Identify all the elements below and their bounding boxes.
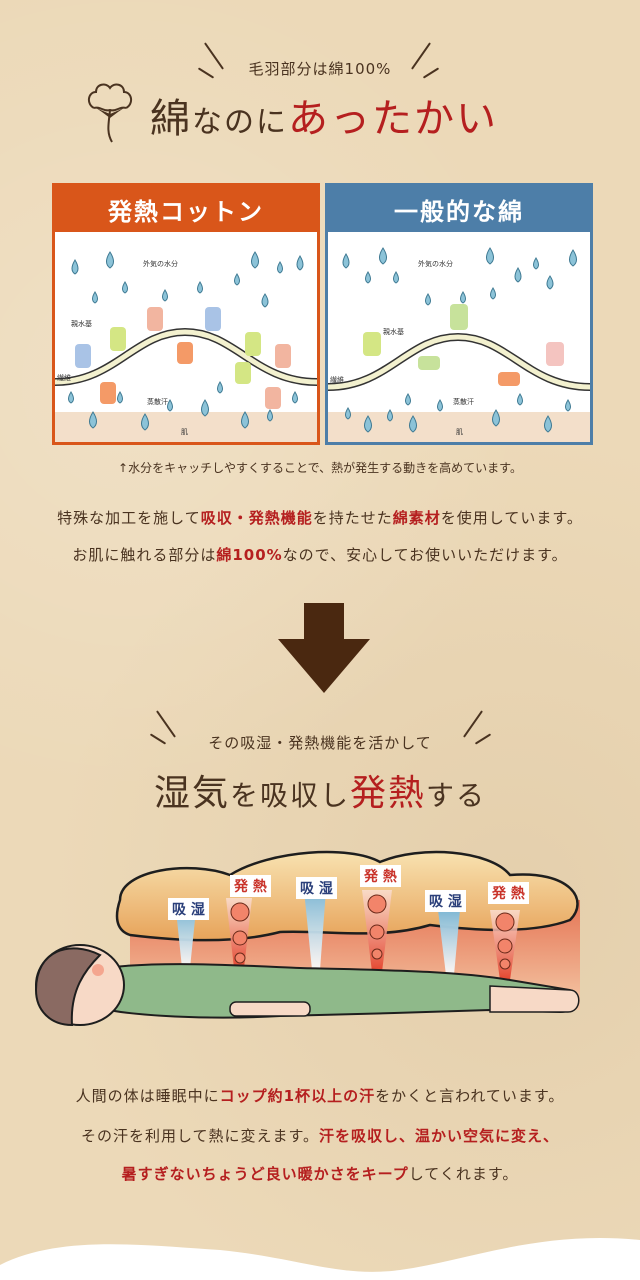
panel-header: 発熱コットン <box>55 186 317 232</box>
panel-header: 一般的な綿 <box>328 186 590 232</box>
label-outside-moisture: 外気の水分 <box>143 259 178 268</box>
down-arrow-icon <box>278 603 370 693</box>
section2-title: 湿気を吸収し発熱する <box>153 773 487 814</box>
paragraph2-line2: その汗を利用して熱に変えます。汗を吸収し、温かい空気に変え、 <box>80 1127 560 1145</box>
absorb-label: 吸 湿 <box>425 890 466 912</box>
section2-heading: その吸湿・発熱機能を活かして 湿気を吸収し発熱する <box>0 700 640 820</box>
paragraph2-line3: 暑すぎないちょうど良い暖かさをキープしてくれます。 <box>121 1165 519 1183</box>
diagram-caption: ↑水分をキャッチしやすくすることで、熱が発生する動きを高めています。 <box>118 461 522 475</box>
paragraph2-line1: 人間の体は睡眠中にコップ約1杯以上の汗をかくと言われています。 <box>75 1087 565 1105</box>
heat-cotton-diagram: 外気の水分 親水基 繊維 蒸散汗 肌 <box>55 251 317 442</box>
label-sweat: 蒸散汗 <box>147 397 168 406</box>
highlight: 吸収・発熱機能 <box>200 509 313 527</box>
highlight: コップ約1杯以上の汗 <box>219 1087 376 1105</box>
label-hydrophilic: 親水基 <box>71 319 92 328</box>
label-sweat: 蒸散汗 <box>453 397 474 406</box>
label-fiber: 繊維 <box>330 375 344 384</box>
label-skin: 肌 <box>456 428 463 436</box>
paragraph1-line1: 特殊な加工を施して吸収・発熱機能を持たせた綿素材を使用しています。 <box>57 509 583 527</box>
regular-cotton-diagram: 外気の水分 親水基 繊維 蒸散汗 肌 <box>328 247 590 442</box>
section1-subheading: 毛羽部分は綿100% <box>248 60 392 78</box>
panel-regular-cotton: 一般的な綿 外気の水分 親水基 繊維 蒸散 <box>325 183 593 445</box>
label-hydrophilic: 親水基 <box>383 327 404 336</box>
title-accent: あったかい <box>288 96 498 142</box>
highlight: 綿100% <box>216 546 283 564</box>
section1-heading: 毛羽部分は綿100% 綿なのにあったかい <box>0 0 640 160</box>
sleeping-person-illustration <box>34 850 580 1027</box>
absorb-label: 吸 湿 <box>296 877 337 899</box>
heat-label: 発 熱 <box>230 875 271 897</box>
highlight: 汗を吸収し、温かい空気に変え、 <box>319 1127 560 1145</box>
section1-title: 綿なのにあったかい <box>150 86 498 144</box>
cotton-flower-icon <box>88 83 132 143</box>
absorb-label: 吸 湿 <box>168 898 209 920</box>
title-word: 綿 <box>150 96 192 142</box>
highlight: 暑すぎないちょうど良い暖かさをキープ <box>121 1165 409 1183</box>
section2-subheading: その吸湿・発熱機能を活かして <box>208 734 432 752</box>
bottom-wave <box>0 1237 640 1280</box>
title-word: なのに <box>192 105 288 140</box>
label-outside-moisture: 外気の水分 <box>418 259 453 268</box>
highlight: 綿素材 <box>392 509 441 527</box>
label-skin: 肌 <box>181 428 188 436</box>
heat-label: 発 熱 <box>488 882 529 904</box>
label-fiber: 繊維 <box>57 373 71 382</box>
heat-label: 発 熱 <box>360 865 401 887</box>
panel-heat-cotton: 発熱コットン <box>52 183 320 445</box>
paragraph1-line2: お肌に触れる部分は綿100%なので、安心してお使いいただけます。 <box>72 546 568 564</box>
